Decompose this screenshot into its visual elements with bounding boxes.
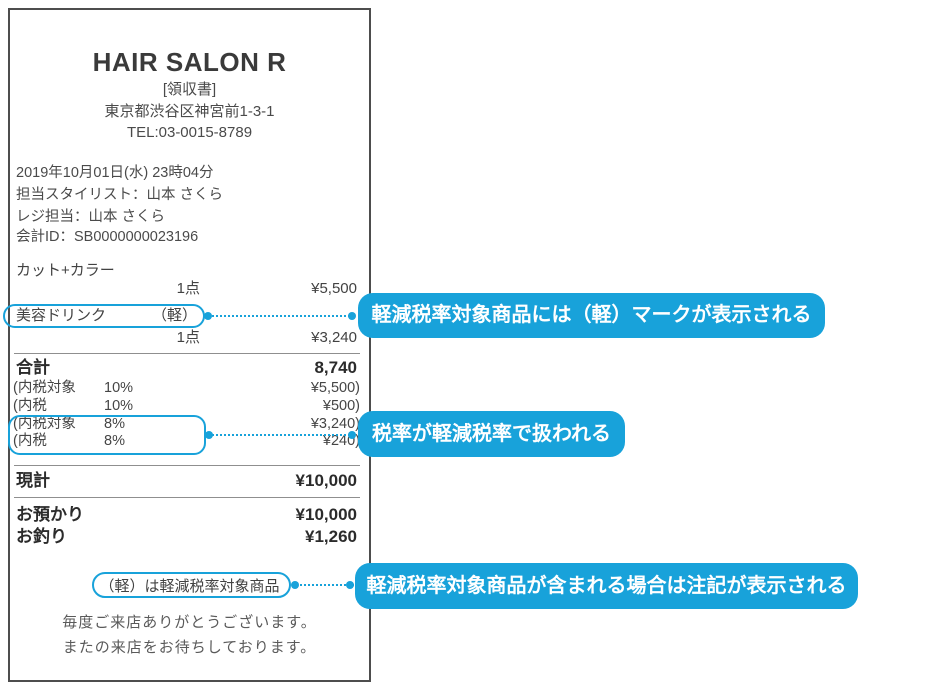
total-label: 合計 — [16, 358, 50, 377]
item-qty-price-row: 1点 ¥3,240 — [10, 328, 369, 348]
tax-rate: 10% — [104, 398, 134, 414]
tax-rate: 8% — [104, 433, 125, 449]
callout-reduced-rate: 税率が軽減税率で扱われる — [358, 411, 625, 457]
connector-dot — [204, 312, 212, 320]
connector-dot — [348, 431, 356, 439]
tax-amount: ¥500) — [322, 398, 360, 414]
separator — [14, 353, 360, 354]
account-id-line: 会計ID：SB0000000023196 — [16, 229, 199, 245]
stylist-line: 担当スタイリスト：山本 さくら — [16, 187, 224, 203]
tax-rate: 8% — [104, 416, 125, 432]
item-name: 美容ドリンク — [16, 307, 107, 324]
cash-total-label: 現計 — [16, 471, 50, 490]
connector-line — [209, 434, 354, 436]
separator — [14, 497, 360, 498]
doc-type-label: [領収書] — [162, 81, 217, 98]
separator — [14, 465, 360, 466]
item-price: ¥5,500 — [311, 280, 357, 297]
store-address: 東京都渋谷区神宮前1-3-1 — [104, 103, 275, 120]
item-qty: 1点 — [176, 280, 200, 297]
item-qty: 1点 — [176, 329, 200, 346]
deposit-label: お預かり — [16, 505, 84, 524]
tax-label: (内税 — [13, 433, 47, 449]
connector-line — [208, 315, 354, 317]
reduced-tax-mark: （軽） — [151, 307, 197, 324]
tax-amount: ¥3,240) — [310, 416, 360, 432]
change-row: お釣り ¥1,260 — [10, 525, 369, 549]
store-tel: TEL:03-0015-8789 — [126, 124, 253, 141]
tax-row: (内税 10% ¥500) — [13, 397, 369, 415]
cash-total-row: 現計 ¥10,000 — [10, 469, 369, 493]
thanks-line: 毎度ご来店ありがとうございます。 — [62, 614, 317, 631]
item-row: 美容ドリンク （軽） — [10, 306, 369, 326]
deposit-row: お預かり ¥10,000 — [10, 503, 369, 527]
reduced-tax-note: （軽）は軽減税率対象商品 — [99, 578, 280, 595]
tax-amount: ¥5,500) — [310, 380, 360, 396]
highlight-outline-reduced-mark — [3, 304, 205, 328]
callout-note-shown: 軽減税率対象商品が含まれる場合は注記が表示される — [355, 563, 858, 609]
highlight-outline-note — [92, 572, 291, 598]
change-label: お釣り — [16, 527, 67, 546]
connector-dot — [205, 431, 213, 439]
receipt-date: 2019年10月01日(水) 23時04分 — [16, 165, 214, 181]
tax-row: (内税対象 10% ¥5,500) — [13, 379, 369, 397]
highlight-outline-reduced-tax-rows — [8, 415, 206, 455]
item-name: カット+カラー — [16, 262, 115, 279]
callout-reduced-mark: 軽減税率対象商品には（軽）マークが表示される — [358, 293, 825, 338]
cashier-line: レジ担当：山本 さくら — [16, 209, 166, 225]
connector-dot — [346, 581, 354, 589]
item-qty-price-row: 1点 ¥5,500 — [10, 279, 369, 299]
tax-label: (内税対象 — [13, 380, 76, 396]
item-row: カット+カラー — [10, 261, 369, 281]
total-value: 8,740 — [314, 358, 357, 377]
tax-label: (内税対象 — [13, 416, 76, 432]
receipt-title: HAIR SALON R — [92, 47, 287, 77]
total-row: 合計 8,740 — [10, 356, 369, 380]
tax-rate: 10% — [104, 380, 134, 396]
connector-line — [295, 584, 354, 586]
deposit-value: ¥10,000 — [295, 505, 357, 524]
receipt: HAIR SALON R [領収書] 東京都渋谷区神宮前1-3-1 TEL:03… — [8, 8, 371, 682]
connector-dot — [348, 312, 356, 320]
change-value: ¥1,260 — [305, 527, 357, 546]
item-price: ¥3,240 — [311, 329, 357, 346]
tax-row-reduced: (内税対象 8% ¥3,240) — [13, 415, 369, 433]
thanks-line: またの来店をお待ちしております。 — [62, 639, 317, 656]
tax-label: (内税 — [13, 398, 47, 414]
cash-total-value: ¥10,000 — [295, 471, 357, 490]
connector-dot — [291, 581, 299, 589]
